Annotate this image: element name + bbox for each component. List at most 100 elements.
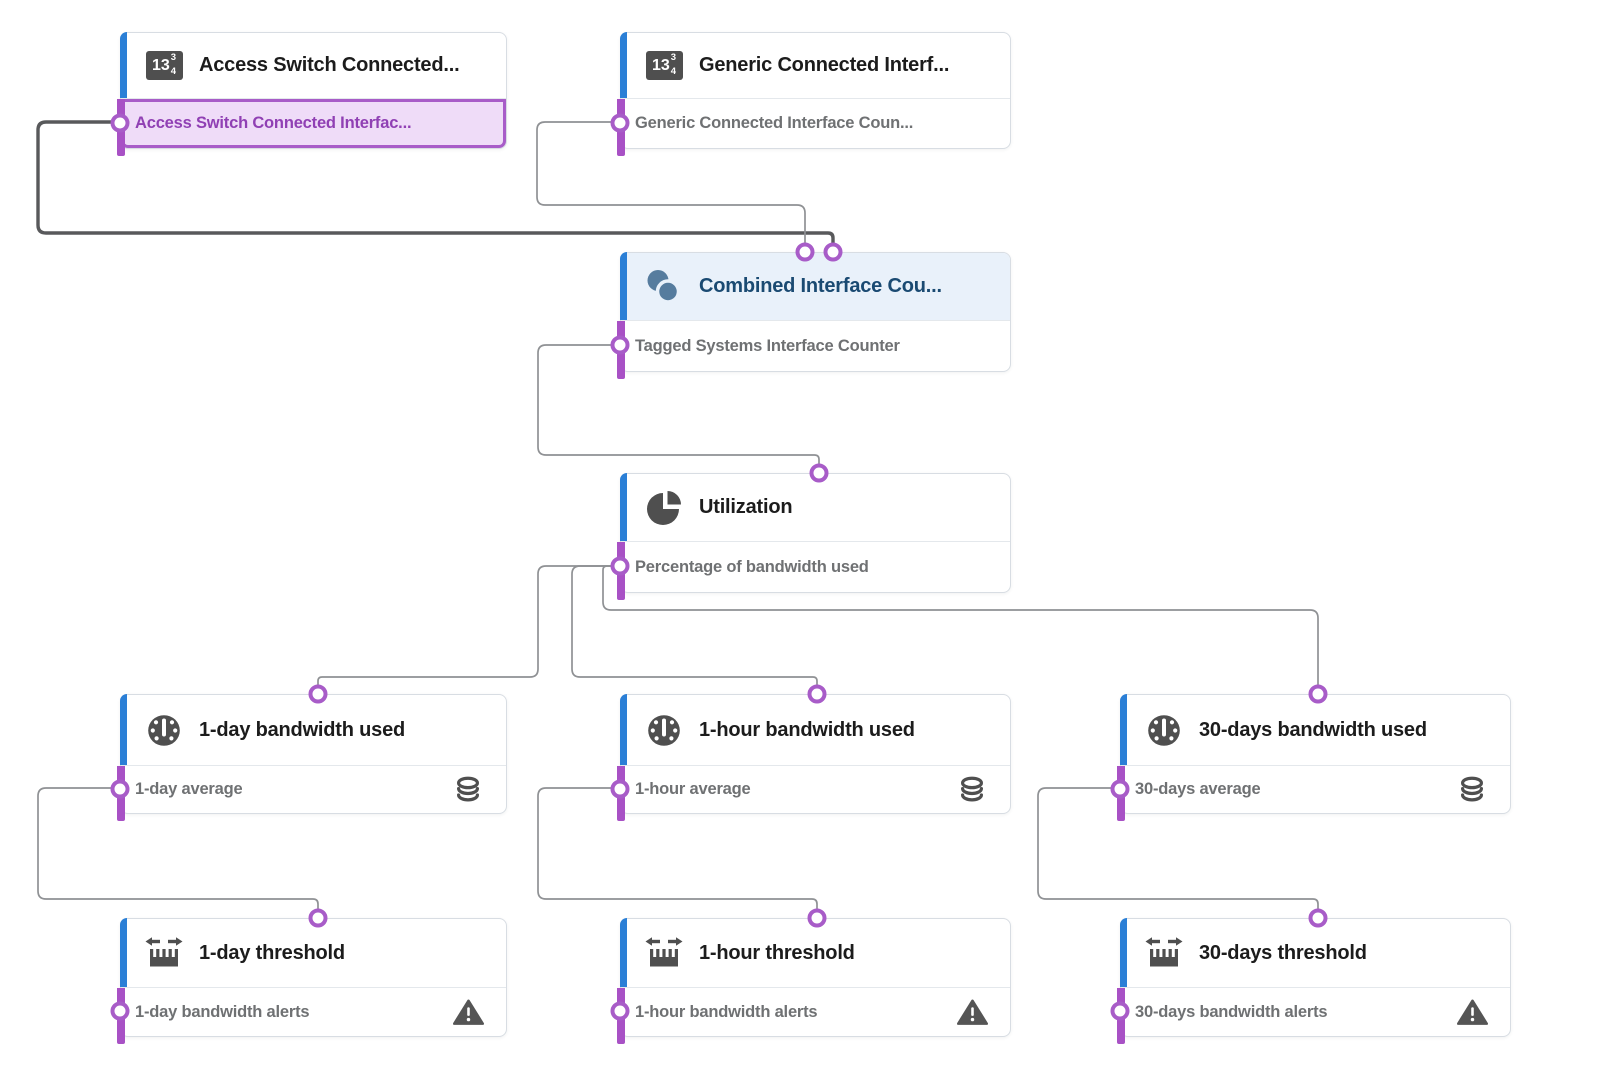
node-title: 1-day bandwidth used [199,718,406,741]
node-sub-icon [453,998,484,1026]
node-subtitle: Access Switch Connected Interfac... [135,114,412,132]
port-combined-interface-counter-input-1[interactable] [795,242,815,262]
node-header: Utilization [620,473,1010,542]
node-subrow[interactable]: 1-hour bandwidth alerts [621,988,1010,1036]
port-used-30days-output[interactable] [1110,779,1130,798]
node-title: 30-days threshold [1199,941,1367,964]
port-combined-interface-counter-input-2[interactable] [823,242,843,262]
node-used-30days[interactable]: 30-days bandwidth used 30-days average [1116,694,1511,821]
database-icon [1460,776,1484,801]
node-icon [643,266,685,308]
port-threshold-1day-input-1[interactable] [308,908,328,928]
node-subrow[interactable]: 30-days bandwidth alerts [1121,988,1510,1036]
connector-access-switch-connected.output--combined-interface-counter.input-2 [36,120,835,243]
connector-utilization.output--used-1day.input [317,565,611,685]
node-utilization[interactable]: Utilization Percentage of bandwidth used [616,473,1011,600]
node-accent-bar [1120,918,1127,987]
node-used-1hour[interactable]: 1-hour bandwidth used 1-hour average [616,694,1011,821]
connector-generic-connected.output--combined-interface-counter.input-1 [536,121,806,243]
port-threshold-1day-output[interactable] [110,1001,130,1021]
connector-combined-interface-counter.output--utilization.input [537,344,820,464]
node-threshold-30days[interactable]: 30-days threshold 30-days bandwidth aler… [1116,918,1511,1044]
node-sub-icon [452,774,484,806]
node-title: Combined Interface Cou... [699,275,942,297]
port-utilization-output[interactable] [610,556,630,576]
node-threshold-1day[interactable]: 1-day threshold 1-day bandwidth alerts [116,918,507,1044]
node-subrow[interactable]: Generic Connected Interface Coun... [621,99,1010,148]
port-threshold-1hour-output[interactable] [610,1001,630,1021]
warning-icon [1457,999,1488,1025]
port-access-switch-connected-output[interactable] [110,113,130,132]
port-used-1hour-output[interactable] [610,779,630,798]
port-threshold-30days-output[interactable] [1110,1001,1130,1021]
connector-used-1day.output--threshold-1day.input [37,787,319,909]
combined-circles-icon [647,269,681,304]
node-sub-icon [956,774,988,806]
gauge-icon [148,715,180,746]
node-subtitle: 1-day average [135,780,243,798]
node-title: 1-day threshold [199,941,345,964]
node-icon [143,933,185,973]
node-used-1day[interactable]: 1-day bandwidth used 1-day average [116,694,507,821]
node-icon [643,933,685,973]
node-subrow[interactable]: 1-day average [121,766,506,813]
node-icon [1143,710,1185,750]
node-header: Combined Interface Cou... [620,252,1010,321]
connector-utilization.output--used-30days.input [602,565,1319,685]
warning-icon [453,999,484,1025]
port-threshold-1hour-input-1[interactable] [807,908,827,928]
node-subrow[interactable]: 30-days average [1121,766,1510,813]
connector-used-1hour.output--threshold-1hour.input [537,787,818,909]
node-sub-icon [1456,774,1488,806]
gauge-icon [648,715,680,746]
node-title: 1-hour bandwidth used [699,718,915,741]
connector-used-30days.output--threshold-30days.input [1037,787,1319,909]
node-threshold-1hour[interactable]: 1-hour threshold 1-hour bandwidth alerts [616,918,1011,1044]
node-accent-bar [120,694,127,765]
node-subrow[interactable]: Tagged Systems Interface Counter [621,321,1010,371]
connector-utilization.output--used-1hour.input [571,565,818,685]
node-icon [643,488,685,528]
pie-chart-icon [647,490,681,525]
node-accent-bar [620,918,627,987]
node-subrow[interactable]: Percentage of bandwidth used [621,542,1010,592]
threshold-ruler-icon [1145,937,1183,967]
node-subrow[interactable]: 1-day bandwidth alerts [121,988,506,1036]
node-combined-interface-counter[interactable]: Combined Interface Cou... Tagged Systems… [616,252,1011,379]
port-generic-connected-output[interactable] [610,113,630,132]
node-icon [643,710,685,750]
node-subrow[interactable]: 1-hour average [621,766,1010,813]
node-accent-bar [120,918,127,987]
node-title: Generic Connected Interf... [699,54,950,76]
port-used-1hour-input-1[interactable] [807,684,827,704]
node-header: 1-hour bandwidth used [620,694,1010,766]
node-title: Access Switch Connected... [199,54,460,76]
node-subtitle: 30-days bandwidth alerts [1135,1002,1328,1021]
node-header: 1-hour threshold [620,918,1010,988]
port-used-30days-input-1[interactable] [1308,684,1328,704]
port-used-1day-output[interactable] [110,779,130,798]
node-accent-bar [620,473,627,541]
port-utilization-input-1[interactable] [809,463,829,483]
node-accent-bar [1120,694,1127,765]
node-icon [143,710,185,750]
threshold-ruler-icon [645,937,683,967]
port-threshold-30days-input-1[interactable] [1308,908,1328,928]
node-subrow[interactable]: Access Switch Connected Interfac... [121,99,506,148]
port-used-1day-input-1[interactable] [308,684,328,704]
node-sub-icon [957,998,988,1026]
node-subtitle: Generic Connected Interface Coun... [635,114,914,132]
database-icon [960,776,984,801]
threshold-ruler-icon [145,937,183,967]
port-combined-interface-counter-output[interactable] [610,335,630,355]
node-sub-icon [1457,998,1488,1026]
